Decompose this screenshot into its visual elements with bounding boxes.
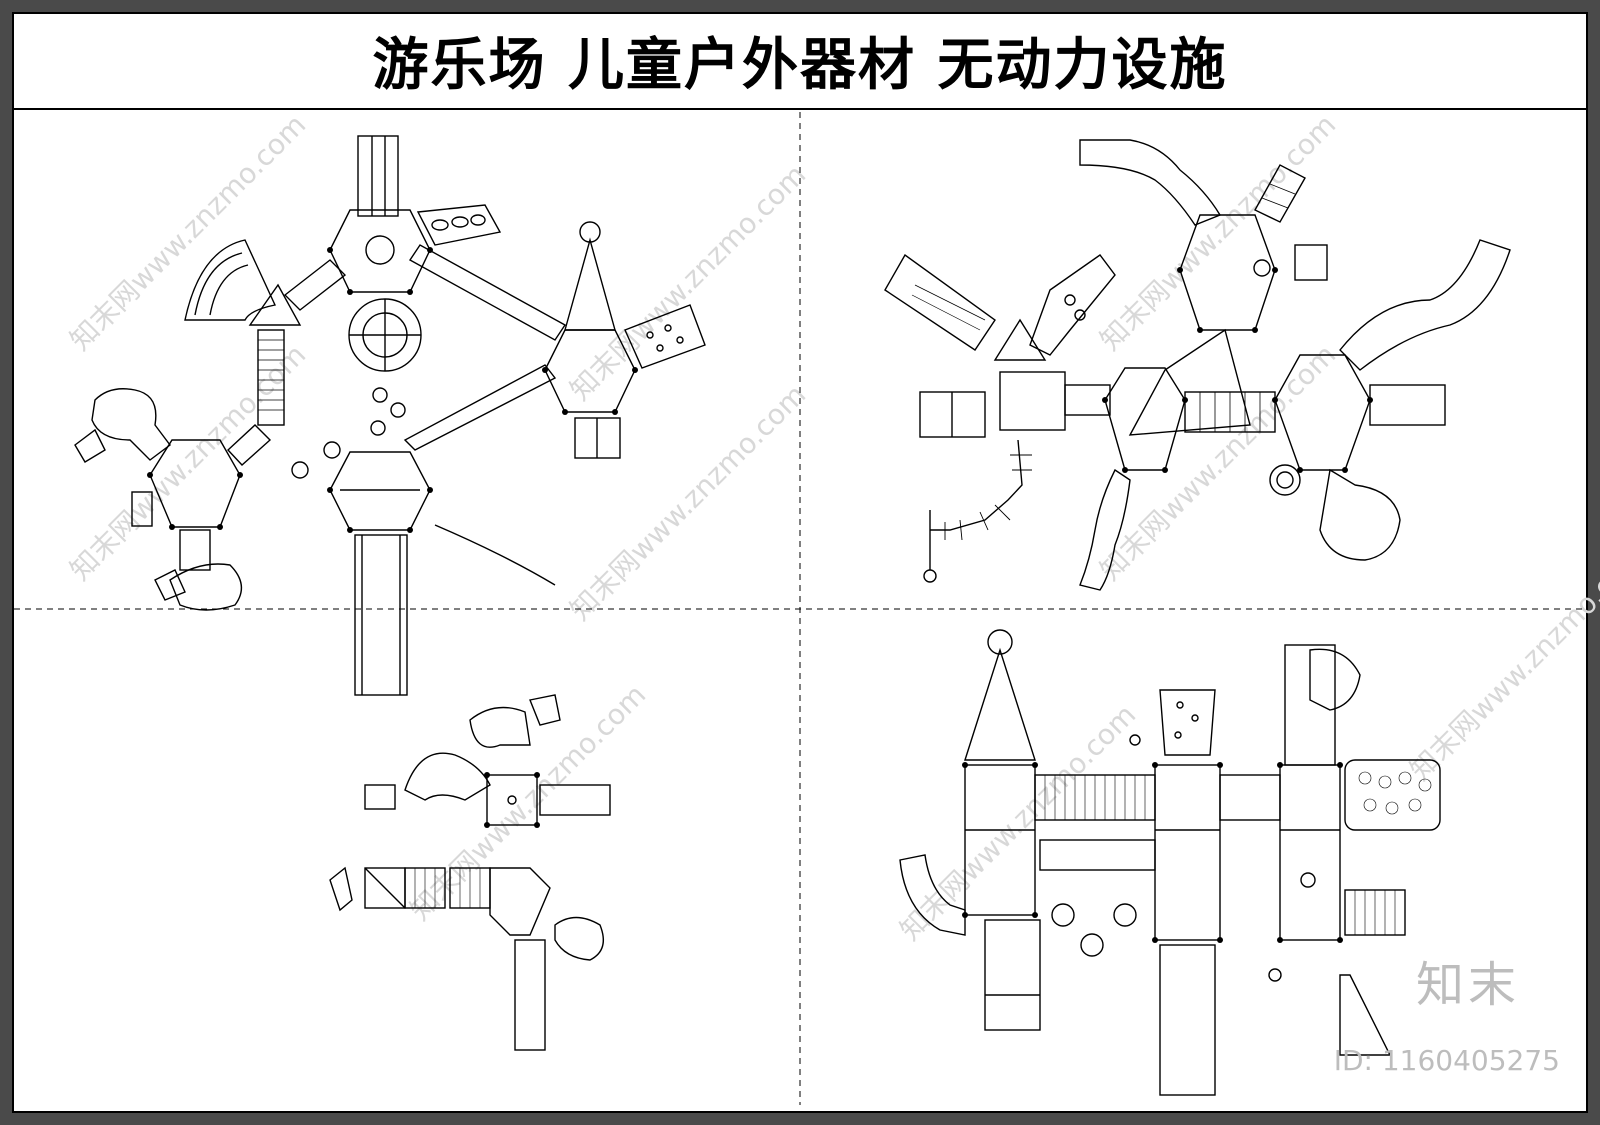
structure-bottom-right: [899, 629, 1441, 1096]
brand-logo: 知末: [1415, 957, 1520, 1013]
structure-top-right: [884, 139, 1511, 591]
structure-bottom-left: [329, 694, 611, 1051]
structure-top-left: [74, 135, 706, 696]
post-markers: [147, 247, 1373, 943]
id-label: ID: 1160405275: [1333, 1044, 1560, 1077]
quadrant-dividers: [14, 112, 1586, 1105]
title-bar: 游乐场 儿童户外器材 无动力设施: [12, 12, 1588, 110]
page-title: 游乐场 儿童户外器材 无动力设施: [372, 32, 1228, 98]
